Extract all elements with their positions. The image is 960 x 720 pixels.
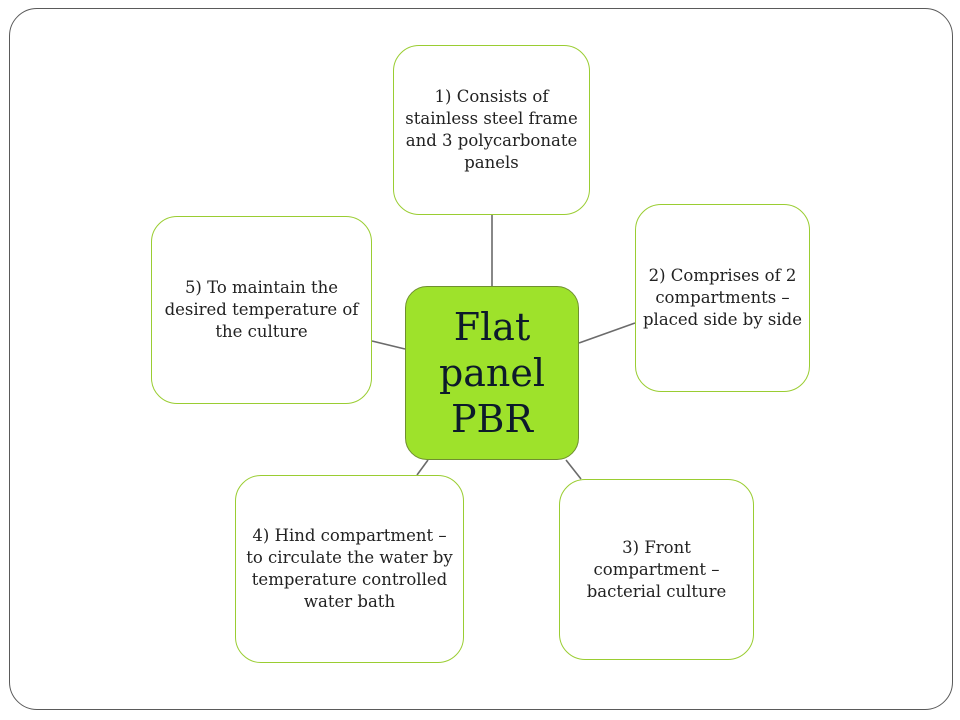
node-4-hind-compartment: 4) Hind compartment – to circulate the w… (235, 475, 464, 663)
node-4-text: 4) Hind compartment – to circulate the w… (246, 526, 453, 611)
center-node-flat-panel-pbr: Flat panel PBR (405, 286, 579, 460)
connector-5 (371, 340, 406, 350)
connector-2 (578, 322, 636, 344)
node-5-text: 5) To maintain the desired temperature o… (164, 278, 359, 341)
node-3-front-compartment: 3) Front compartment – bacterial culture (559, 479, 754, 660)
node-3-text: 3) Front compartment – bacterial culture (586, 537, 727, 601)
node-1-text: 1) Consists of stainless steel frame and… (405, 87, 578, 172)
node-2-text: 2) Comprises of 2 compartments – placed … (642, 266, 802, 329)
connector-3 (565, 459, 582, 480)
connector-4 (416, 459, 429, 476)
node-1-steel-frame: 1) Consists of stainless steel frame and… (393, 45, 590, 215)
node-2-compartments: 2) Comprises of 2 compartments – placed … (635, 204, 810, 392)
node-5-temperature: 5) To maintain the desired temperature o… (151, 216, 372, 404)
